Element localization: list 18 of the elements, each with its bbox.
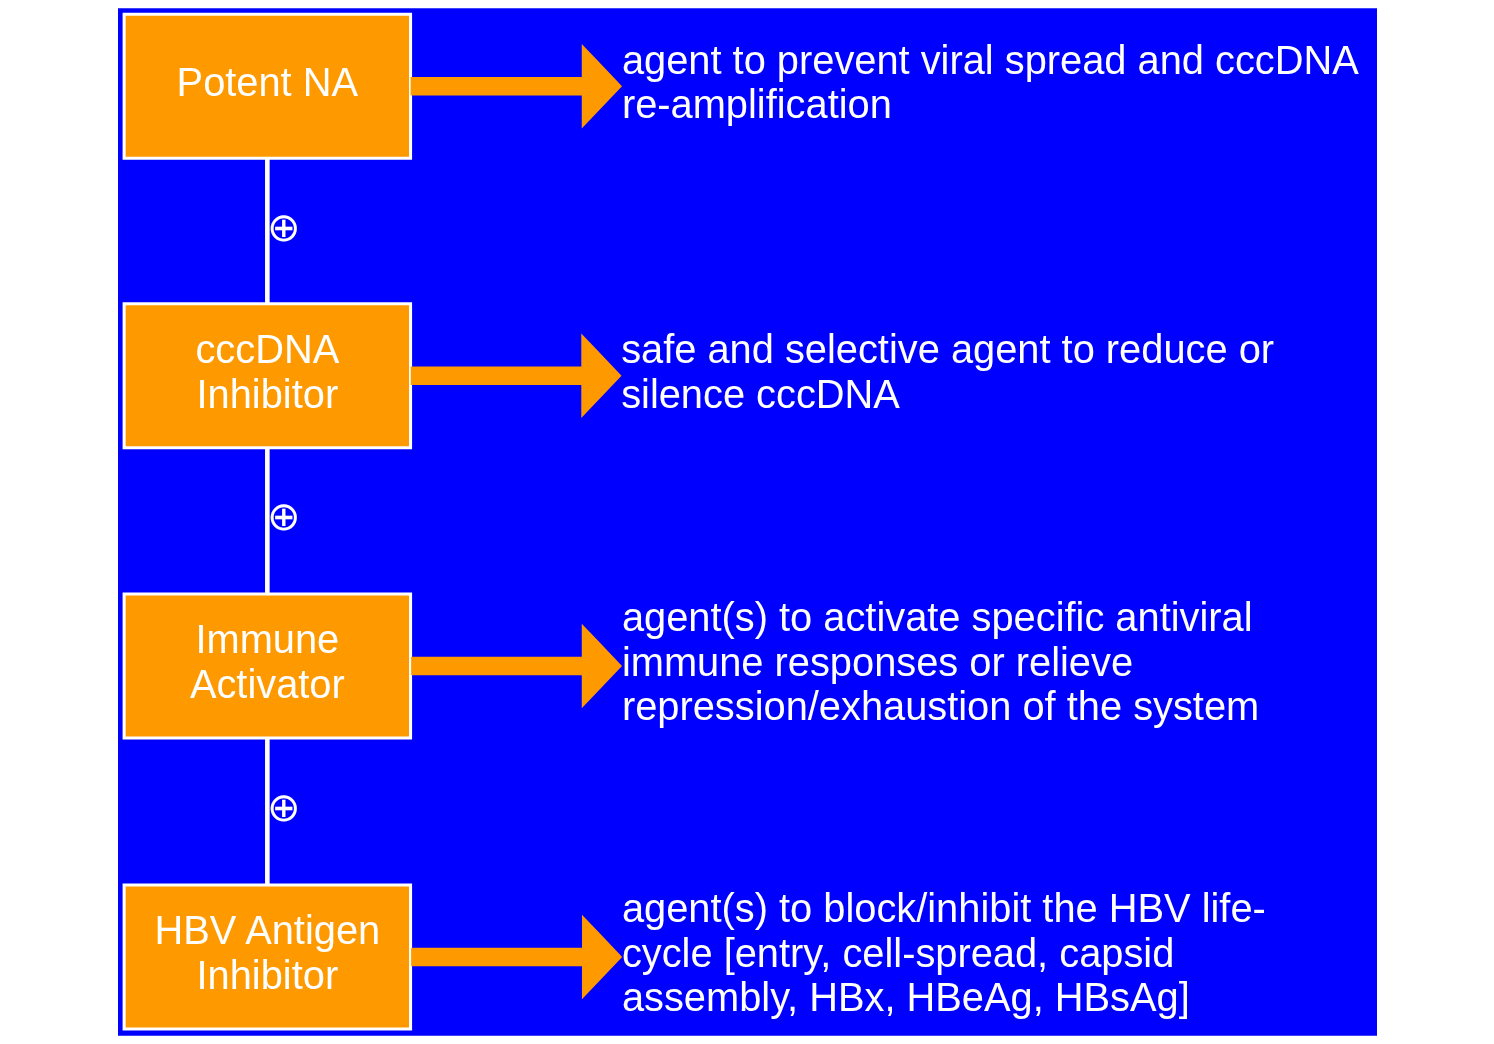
node-box: HBV Antigen Inhibitor: [122, 883, 412, 1031]
arrow: [410, 914, 622, 1000]
edge-label: ⊕: [266, 494, 301, 539]
node-text: agent(s) to activate specific antiviral immune responses or relieve repression/exhaustion of the system: [621, 595, 1259, 729]
node-box: Immune Activator: [122, 592, 412, 740]
connector: [264, 738, 270, 885]
node-box: cccDNA Inhibitor: [122, 302, 412, 450]
node-text: agent to prevent viral spread and cccDNA re-amplification: [621, 37, 1359, 127]
connector: [264, 448, 270, 594]
arrow: [410, 43, 622, 129]
arrow: [410, 333, 622, 418]
node-text: agent(s) to block/inhibit the HBV life-cycle [entry, cell-spread, capsid assembly, HBx, HBeAg, HBsAg]: [621, 886, 1266, 1020]
connector: [264, 158, 270, 304]
edge-label: ⊕: [266, 785, 301, 830]
arrow: [410, 623, 622, 709]
node-box: Potent NA: [122, 12, 412, 160]
node-text: safe and selective agent to reduce or silence cccDNA: [620, 327, 1274, 416]
edge-label: ⊕: [266, 204, 301, 249]
